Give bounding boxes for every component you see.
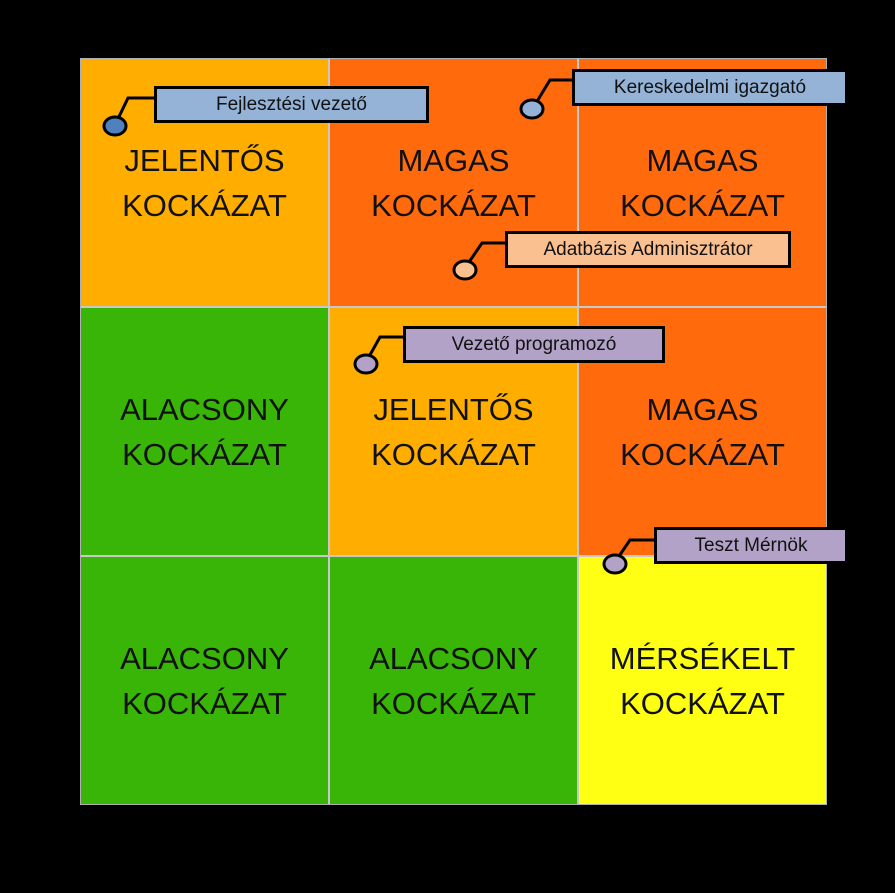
risk-level-label: ALACSONY [120, 391, 289, 427]
risk-cell-medium-low: ALACSONY KOCKÁZAT [81, 308, 328, 555]
risk-level-label: ALACSONY [369, 640, 538, 676]
risk-word-label: KOCKÁZAT [371, 685, 536, 721]
risk-word-label: KOCKÁZAT [371, 187, 536, 223]
risk-cell-low-medium: ALACSONY KOCKÁZAT [330, 557, 577, 804]
risk-level-label: MAGAS [646, 391, 759, 427]
marker-label-adatbazis-adminisztrator: Adatbázis Adminisztrátor [505, 231, 791, 268]
risk-word-label: KOCKÁZAT [620, 187, 785, 223]
risk-level-label: MAGAS [397, 142, 510, 178]
marker-label-kereskedelmi-igazgato: Kereskedelmi igazgató [572, 69, 848, 106]
risk-matrix: JELENTŐS KOCKÁZAT MAGAS KOCKÁZAT MAGAS K… [80, 58, 827, 805]
marker-label-fejlesztesi-vezeto: Fejlesztési vezető [154, 86, 429, 123]
risk-level-label: ALACSONY [120, 640, 289, 676]
marker-label-vezeto-programozo: Vezető programozó [403, 326, 665, 363]
risk-word-label: KOCKÁZAT [620, 685, 785, 721]
risk-cell-low-high: MÉRSÉKELT KOCKÁZAT [579, 557, 826, 804]
risk-cell-medium-high: MAGAS KOCKÁZAT [579, 308, 826, 555]
risk-level-label: MÉRSÉKELT [609, 640, 796, 676]
risk-word-label: KOCKÁZAT [122, 685, 287, 721]
risk-word-label: KOCKÁZAT [122, 436, 287, 472]
risk-word-label: KOCKÁZAT [122, 187, 287, 223]
marker-label-teszt-mernok: Teszt Mérnök [654, 527, 848, 564]
risk-word-label: KOCKÁZAT [620, 436, 785, 472]
risk-cell-low-low: ALACSONY KOCKÁZAT [81, 557, 328, 804]
risk-level-label: MAGAS [646, 142, 759, 178]
risk-word-label: KOCKÁZAT [371, 436, 536, 472]
risk-level-label: JELENTŐS [373, 391, 534, 427]
risk-level-label: JELENTŐS [124, 142, 285, 178]
